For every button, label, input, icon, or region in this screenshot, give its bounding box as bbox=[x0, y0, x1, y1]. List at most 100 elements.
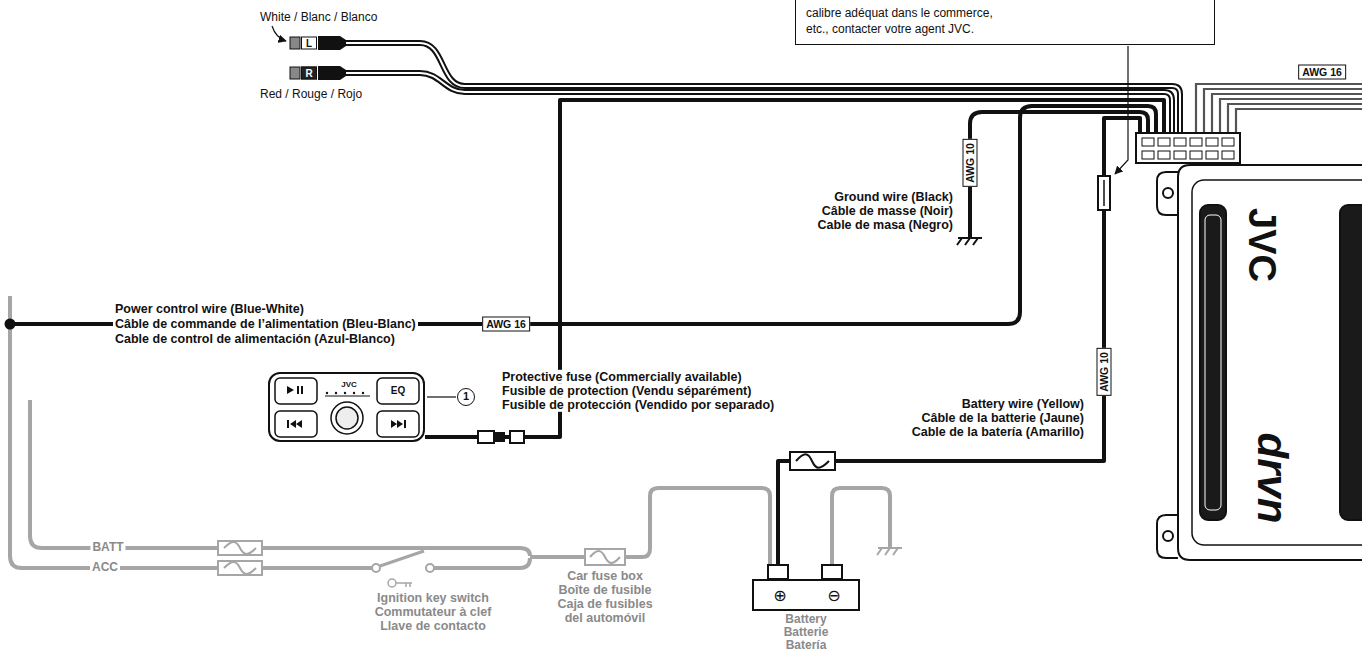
inline-fuse bbox=[1103, 180, 1105, 206]
node-text: ⊖ bbox=[827, 588, 840, 604]
channel-mark: R bbox=[301, 67, 317, 80]
switch-contact bbox=[426, 564, 434, 572]
fuse-symbol bbox=[218, 541, 262, 555]
terminal-slot bbox=[1222, 151, 1234, 159]
node-text: EQ bbox=[391, 386, 405, 396]
remote-icons bbox=[287, 386, 406, 428]
node-text: JVC bbox=[1243, 208, 1281, 282]
wire-label: ACC bbox=[90, 561, 120, 575]
next-icon bbox=[404, 420, 406, 428]
play-icon bbox=[287, 386, 294, 394]
junction-dot bbox=[5, 319, 16, 330]
volume-dial bbox=[331, 402, 363, 434]
wire-label: Batería bbox=[784, 639, 829, 653]
rca-plug bbox=[318, 66, 346, 80]
terminal-slot bbox=[1174, 138, 1186, 146]
rca-plug bbox=[290, 37, 300, 49]
pause-icon bbox=[297, 386, 299, 394]
battery-terminal bbox=[822, 565, 842, 579]
amplifier-stripe bbox=[1205, 215, 1221, 510]
speaker-wire bbox=[1212, 94, 1362, 133]
wire-label: Batterie bbox=[782, 626, 831, 640]
key-icon bbox=[388, 579, 396, 587]
terminal-slot bbox=[1158, 138, 1170, 146]
callout-number: 1 bbox=[457, 388, 475, 406]
next-button bbox=[377, 411, 419, 437]
wire-label: Battery bbox=[783, 613, 828, 627]
node-text: drvn bbox=[1251, 432, 1293, 523]
protective-fuse bbox=[790, 452, 835, 470]
terminal-slot bbox=[1190, 138, 1202, 146]
wire-label: Battery wire (Yellow) bbox=[960, 397, 1086, 411]
power-control-wire bbox=[10, 106, 1156, 324]
leader-line bbox=[427, 396, 456, 397]
wire-label: Cable de masa (Negro) bbox=[816, 218, 955, 232]
led bbox=[335, 392, 337, 394]
amplifier-body bbox=[1178, 165, 1362, 560]
leader-line bbox=[272, 26, 286, 41]
terminal-slot bbox=[1206, 151, 1218, 159]
level-meter bbox=[325, 396, 370, 397]
wire-label: Power control wire (Blue-White) bbox=[113, 302, 306, 316]
remote-plug bbox=[510, 431, 524, 443]
terminal-slot bbox=[1142, 138, 1154, 146]
led bbox=[353, 392, 355, 394]
wire-label: Câble de commande de l’alimentation (Ble… bbox=[113, 317, 418, 331]
node-text: calibre adéquat dans le commerce, etc., … bbox=[806, 5, 1018, 37]
wire-label: Llave de contacto bbox=[378, 619, 488, 633]
fuse-symbol bbox=[224, 542, 256, 554]
terminal-slot bbox=[1142, 151, 1154, 159]
wire-label: Câble de masse (Noir) bbox=[820, 204, 955, 218]
amp-wiring bbox=[10, 26, 1362, 397]
supply-wire bbox=[530, 555, 585, 559]
prev-button bbox=[275, 411, 317, 437]
battery: ⊕⊖ bbox=[752, 579, 860, 611]
remote-plug bbox=[478, 431, 494, 443]
wire-label: White / Blanc / Blanco bbox=[258, 11, 379, 25]
terminal-slots bbox=[1142, 138, 1234, 159]
speaker-wire bbox=[1204, 89, 1362, 133]
wire-gauge: AWG 10 bbox=[1097, 348, 1112, 396]
wire-label: Fusible de protection (Vendu séparément) bbox=[500, 384, 753, 398]
amplifier-stripe bbox=[1200, 205, 1226, 520]
terminal-slot bbox=[1206, 138, 1218, 146]
switch-contact bbox=[372, 564, 380, 572]
wire-label: Caja de fusibles del automóvil bbox=[547, 597, 663, 625]
prev-icon bbox=[290, 420, 302, 428]
channel-mark: L bbox=[301, 37, 317, 50]
terminal-slot bbox=[1174, 151, 1186, 159]
ground-wire bbox=[970, 112, 1148, 238]
wire-label: Cable de control de alimentación (Azul-B… bbox=[113, 332, 397, 346]
pause-icon bbox=[301, 386, 303, 394]
remote-control: JVCEQ bbox=[268, 372, 425, 442]
note-box: calibre adéquat dans le commerce, etc., … bbox=[795, 0, 1215, 45]
wire-gauge: AWG 16 bbox=[1298, 65, 1346, 80]
terminal-slot bbox=[1190, 151, 1202, 159]
batt-wire bbox=[262, 548, 530, 556]
protective-fuse bbox=[796, 454, 829, 468]
wire-label: Car fuse box bbox=[565, 569, 645, 583]
fuse-symbol bbox=[218, 561, 262, 575]
leader-line bbox=[1115, 46, 1128, 174]
mounting-hole bbox=[1163, 531, 1173, 541]
acc-wire bbox=[262, 566, 372, 570]
amplifier-stripe bbox=[1340, 205, 1362, 520]
rca-cable bbox=[345, 43, 1180, 133]
inline-fuse bbox=[1098, 176, 1110, 210]
rca-cable bbox=[345, 73, 1172, 133]
wire bbox=[425, 100, 1164, 437]
speaker-wire bbox=[1236, 109, 1362, 133]
wire-label: Cable de la batería (Amarillo) bbox=[910, 425, 1086, 439]
eq-button bbox=[377, 378, 419, 404]
play-button bbox=[275, 378, 317, 404]
wire-label: Red / Rouge / Rojo bbox=[258, 88, 364, 102]
wire bbox=[778, 118, 1140, 579]
rca-cable bbox=[345, 43, 1180, 133]
remote-plug bbox=[494, 433, 504, 441]
vehicle-wiring bbox=[10, 296, 890, 568]
car-fuse-box bbox=[585, 549, 625, 565]
volume-dial bbox=[336, 407, 358, 429]
key-icon bbox=[396, 583, 412, 587]
key-switch-blade bbox=[380, 551, 424, 566]
led bbox=[344, 392, 346, 394]
